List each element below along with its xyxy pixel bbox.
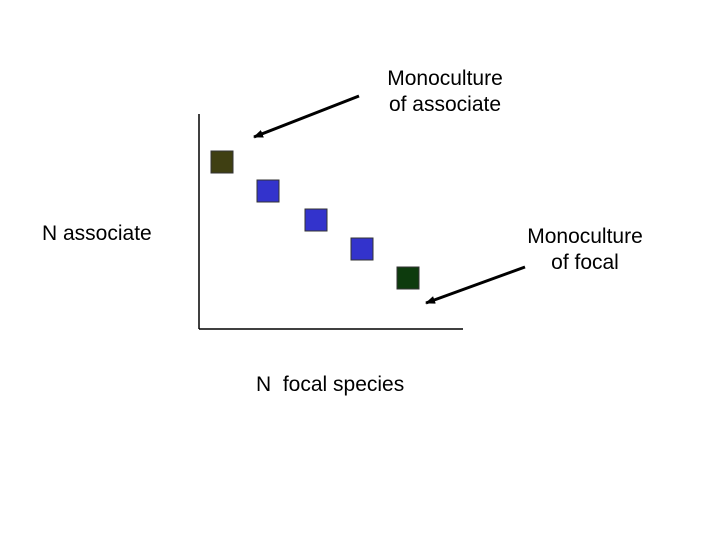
focal-monoculture-line-1: Monoculture [527, 225, 643, 248]
associate-monoculture-line-1: Monoculture [387, 67, 503, 90]
point-mixture-1 [256, 179, 280, 203]
point-mixture-2 [304, 208, 328, 232]
associate-monoculture-line-2: of associate [388, 93, 502, 116]
focal-monoculture-label: Monoculture of focal [500, 224, 670, 276]
arrow-to-associate-monoculture [253, 94, 360, 139]
point-monoculture-focal [396, 266, 420, 290]
y-axis-label: N associate [42, 222, 152, 245]
point-monoculture-associate [210, 150, 234, 174]
associate-monoculture-label: Monoculture of associate [360, 66, 530, 118]
arrow-to-focal-monoculture [425, 265, 526, 305]
point-mixture-3 [350, 237, 374, 261]
x-axis-label: N focal species [256, 373, 405, 396]
data-points [210, 150, 420, 290]
focal-monoculture-line-2: of focal [551, 251, 619, 274]
